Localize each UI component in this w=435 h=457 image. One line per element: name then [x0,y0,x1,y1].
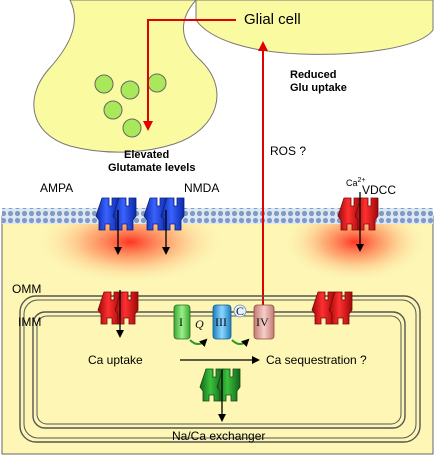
proton-cycle-arrow-2 [231,338,250,348]
cytochrome-c [233,304,247,318]
glial-cell-label: Glial cell [244,11,301,28]
cytochrome-c-label: C [236,304,244,318]
outer-mitochondrial-membrane [19,295,421,443]
complex-iii-label: III [215,315,227,329]
na-ca-exchanger [199,368,241,402]
reduced-label-line1: Reduced [290,69,336,81]
vdcc-label: VDCC [362,183,396,197]
imm-label: IMM [18,315,41,329]
glial-cell [195,0,434,55]
complex-i [173,304,191,340]
vdcc-channel [337,197,379,231]
vesicle [122,118,142,138]
vesicle [94,74,114,94]
presynaptic-terminal [33,0,218,153]
complex-iv-label: IV [256,315,269,329]
synaptic-vesicles [94,73,167,138]
reduced-label-line2: Glu uptake [290,82,347,94]
ampa-label: AMPA [40,181,73,195]
vesicle [147,73,167,93]
glutamate-release-arrow [143,19,236,131]
complex-iv [253,304,275,340]
mito-channel-right [311,291,353,325]
omm-label: OMM [12,282,41,296]
complex-iii [212,304,232,340]
ca-sequestration-label: Ca sequestration ? [266,353,367,367]
nmda-receptor [143,197,185,231]
ca-uptake-label: Ca uptake [88,353,143,367]
elevated-label-line2: Glutamate levels [108,162,195,174]
electron-transport-chain: I Q III C IV [173,304,275,348]
proton-cycle-arrow-1 [189,338,208,348]
mito-channel-left [97,291,139,325]
exchanger-label: Na/Ca exchanger [172,429,265,443]
vesicle [120,80,140,100]
ubiquinone-label: Q [195,317,204,331]
complex-i-label: I [179,315,183,329]
ampa-receptor [95,197,137,231]
nmda-label: NMDA [184,181,219,195]
outer-mitochondrial-membrane-inner-line [23,299,417,439]
elevated-label-line1: Elevated [124,149,169,161]
ros-label: ROS ? [270,144,306,158]
vesicle [103,100,123,120]
calcium-ion-label: Ca2+ [346,177,366,188]
